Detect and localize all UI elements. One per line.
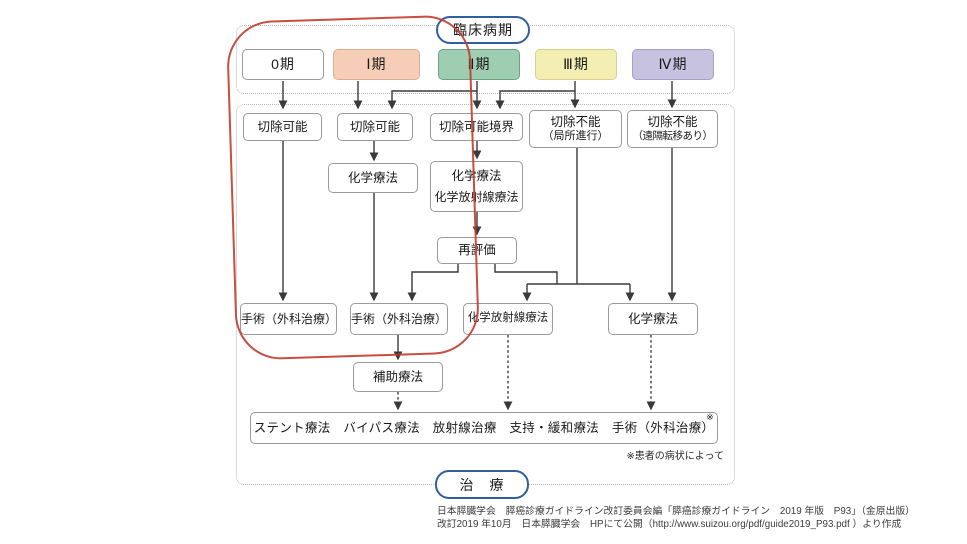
node-chemo-or-chemorad-line2: 化学放射線療法 xyxy=(434,189,519,204)
node-chemo-or-chemorad-line1: 化学療法 xyxy=(451,168,502,183)
stage-box-2-label: Ⅱ期 xyxy=(467,56,491,73)
node-unresectable-local: 切除不能 （局所進行） xyxy=(529,110,622,148)
node-neoadjuvant-chemo: 化学療法 xyxy=(328,163,418,193)
node-neoadjuvant-chemo-label: 化学療法 xyxy=(347,170,398,185)
node-borderline-resectable: 切除可能境界 xyxy=(430,113,523,141)
clinical-stage-oval: 臨床病期 xyxy=(436,16,530,44)
node-unresectable-metastatic: 切除不能 （遠隔転移あり） xyxy=(627,110,718,148)
node-resectable-stage1: 切除可能 xyxy=(337,113,413,141)
node-chemo-or-chemorad: 化学療法 化学放射線療法 xyxy=(430,161,523,212)
node-supportive-row-label: ステント療法 バイパス療法 放射線治療 支持・緩和療法 手術（外科治療） xyxy=(253,420,715,435)
node-resectable-stage0-label: 切除可能 xyxy=(257,119,308,134)
stage-box-1-label: Ⅰ期 xyxy=(366,56,387,73)
node-unresectable-meta-line1: 切除不能 xyxy=(647,115,698,130)
stage-box-2: Ⅱ期 xyxy=(438,49,520,80)
stage-box-3-label: Ⅲ期 xyxy=(563,56,589,73)
node-surgery-stage0: 手術（外科治療） xyxy=(240,303,337,335)
node-supportive-therapies: ステント療法 バイパス療法 放射線治療 支持・緩和療法 手術（外科治療） ※ xyxy=(250,412,718,444)
stage-box-3: Ⅲ期 xyxy=(535,49,617,80)
node-reevaluation: 再評価 xyxy=(437,237,517,264)
node-chemotherapy: 化学療法 xyxy=(608,303,698,335)
node-adjuvant-therapy: 補助療法 xyxy=(353,362,443,392)
stage-box-1: Ⅰ期 xyxy=(333,49,420,80)
node-unresectable-meta-line2: （遠隔転移あり） xyxy=(632,130,714,143)
footer-citation: 日本膵臓学会 膵癌診療ガイドライン改訂委員会編「膵癌診療ガイドライン 2019 … xyxy=(437,505,937,531)
node-surgery-stage1-label: 手術（外科治療） xyxy=(351,311,448,326)
node-adjuvant-label: 補助療法 xyxy=(372,369,423,384)
node-unresectable-local-line1: 切除不能 xyxy=(550,114,601,129)
condition-note: ※患者の病状によって xyxy=(626,451,724,462)
stage-box-0-label: 0期 xyxy=(271,56,295,73)
node-chemotherapy-label: 化学療法 xyxy=(627,311,678,326)
node-surgery-stage0-label: 手術（外科治療） xyxy=(241,311,338,326)
footer-citation-line1: 日本膵臓学会 膵癌診療ガイドライン改訂委員会編「膵癌診療ガイドライン 2019 … xyxy=(437,506,915,517)
node-reevaluation-label: 再評価 xyxy=(458,243,496,257)
node-unresectable-local-line2: （局所進行） xyxy=(542,129,609,142)
supportive-footnote-mark: ※ xyxy=(706,412,714,422)
stage-box-4-label: Ⅳ期 xyxy=(658,56,688,73)
node-resectable-stage0: 切除可能 xyxy=(243,113,322,141)
node-borderline-label: 切除可能境界 xyxy=(438,119,514,134)
node-resectable-stage1-label: 切除可能 xyxy=(349,119,400,134)
node-chemoradiotherapy: 化学放射線療法 xyxy=(463,303,553,335)
footer-citation-line2: 改訂2019 年10月 日本膵臓学会 HPにて公開（http://www.sui… xyxy=(437,519,902,531)
node-surgery-stage1: 手術（外科治療） xyxy=(350,303,448,335)
stage-box-0: 0期 xyxy=(242,49,324,80)
node-chemoradiotherapy-label: 化学放射線療法 xyxy=(467,312,549,325)
stage-box-4: Ⅳ期 xyxy=(632,49,714,80)
treatment-label: 治 療 xyxy=(459,476,505,493)
clinical-stage-label: 臨床病期 xyxy=(453,22,513,38)
treatment-oval: 治 療 xyxy=(435,470,529,499)
